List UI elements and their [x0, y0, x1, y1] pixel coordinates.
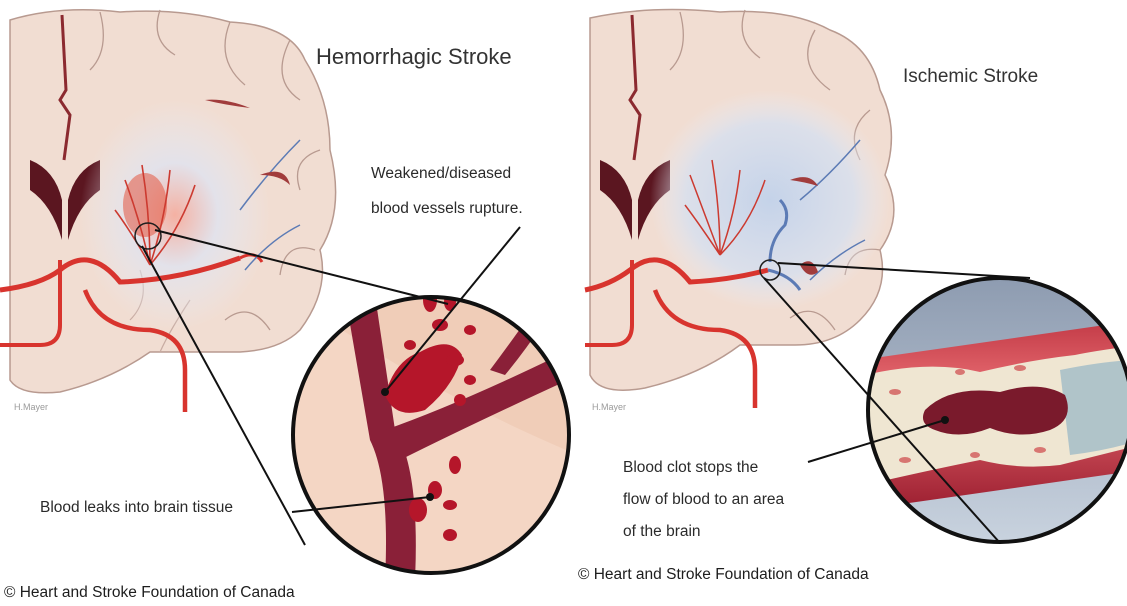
artist-signature-right: H.Mayer	[592, 402, 626, 412]
ischemic-stroke-title: Ischemic Stroke	[903, 66, 1038, 88]
leak-pointer-dot	[426, 493, 434, 501]
hemorrhage-magnified-view	[290, 288, 590, 580]
hemorrhage-halo	[80, 100, 270, 330]
clot-magnified-view	[860, 275, 1127, 545]
rupture-callout-line1: Weakened/diseased	[371, 160, 511, 188]
ischemic-brain-section	[585, 10, 894, 408]
rupture-callout-line2: blood vessels rupture.	[371, 195, 523, 223]
copyright-right: © Heart and Stroke Foundation of Canada	[578, 566, 869, 584]
clot-callout-line2: flow of blood to an area	[623, 486, 784, 514]
hemorrhagic-brain-section	[0, 10, 336, 412]
artist-signature-left: H.Mayer	[14, 402, 48, 412]
leak-callout: Blood leaks into brain tissue	[40, 494, 233, 522]
clot-callout-line1: Blood clot stops the	[623, 454, 758, 482]
clot-callout-line3: of the brain	[623, 518, 701, 546]
clot-pointer-dot	[941, 416, 949, 424]
hemorrhagic-stroke-title: Hemorrhagic Stroke	[316, 44, 512, 70]
rupture-pointer-dot	[381, 388, 389, 396]
copyright-left: © Heart and Stroke Foundation of Canada	[4, 584, 295, 602]
